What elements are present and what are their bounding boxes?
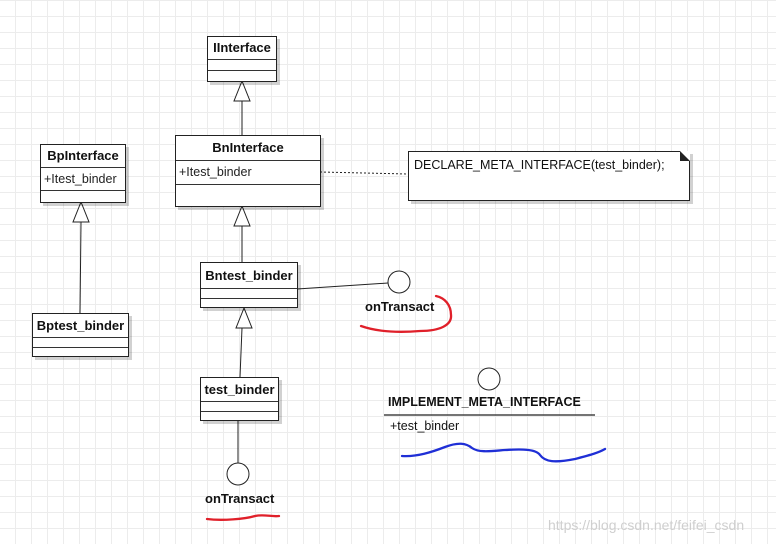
generalization-arrow-bninterface (233, 204, 251, 227)
class-name: test_binder (204, 382, 275, 397)
class-methods (33, 347, 128, 356)
interface-circle-ontransact-2 (226, 462, 250, 486)
class-bninterface[interactable]: BnInterface +Itest_binder (175, 135, 321, 207)
class-name: IInterface (213, 40, 271, 55)
class-attribute: +Itest_binder (41, 167, 125, 190)
generalization-line-bptest-binder (79, 221, 82, 314)
interface-label-ontransact-1: onTransact (365, 299, 435, 314)
class-name: Bntest_binder (205, 268, 293, 283)
interface-attr-implement: +test_binder (390, 419, 460, 433)
class-attribute: +Itest_binder (176, 160, 320, 184)
class-attributes (201, 401, 278, 411)
class-methods (41, 190, 125, 202)
generalization-line-test-binder (239, 327, 243, 378)
annotation-blue-implement-underline (400, 442, 607, 463)
class-methods (208, 70, 276, 80)
class-iinterface[interactable]: IInterface (207, 36, 277, 82)
class-bpinterface[interactable]: BpInterface +Itest_binder (40, 144, 126, 203)
class-attributes (33, 337, 128, 347)
interface-link-ontransact-1 (296, 282, 389, 290)
generalization-arrow-iinterface (233, 79, 251, 102)
class-methods (176, 184, 320, 206)
interface-circle-ontransact-1 (387, 270, 411, 294)
class-bntest-binder[interactable]: Bntest_binder (200, 262, 298, 308)
class-name: BnInterface (212, 140, 284, 155)
annotation-red-ontransact-1 (359, 294, 453, 333)
note-link-line (319, 171, 409, 175)
note-fold-corner (680, 151, 690, 161)
annotation-red-ontransact-2 (205, 514, 281, 521)
generalization-arrow-bntest-binder (235, 306, 253, 329)
note-text: DECLARE_META_INTERFACE(test_binder); (414, 158, 665, 172)
class-name: Bptest_binder (36, 318, 125, 333)
class-test-binder[interactable]: test_binder (200, 377, 279, 421)
class-methods (201, 411, 278, 420)
class-attributes (208, 59, 276, 70)
interface-label-ontransact-2: onTransact (205, 491, 275, 506)
class-methods (201, 298, 297, 307)
interface-circle-implement (477, 367, 501, 391)
watermark: https://blog.csdn.net/feifei_csdn (548, 517, 745, 533)
interface-name-implement: IMPLEMENT_META_INTERFACE (388, 395, 581, 409)
class-attributes (201, 288, 297, 298)
note-declare-meta-interface[interactable]: DECLARE_META_INTERFACE(test_binder); (408, 151, 690, 201)
generalization-arrow-bpinterface (72, 200, 90, 223)
class-bptest-binder[interactable]: Bptest_binder (32, 313, 129, 357)
class-name: BpInterface (47, 148, 119, 163)
